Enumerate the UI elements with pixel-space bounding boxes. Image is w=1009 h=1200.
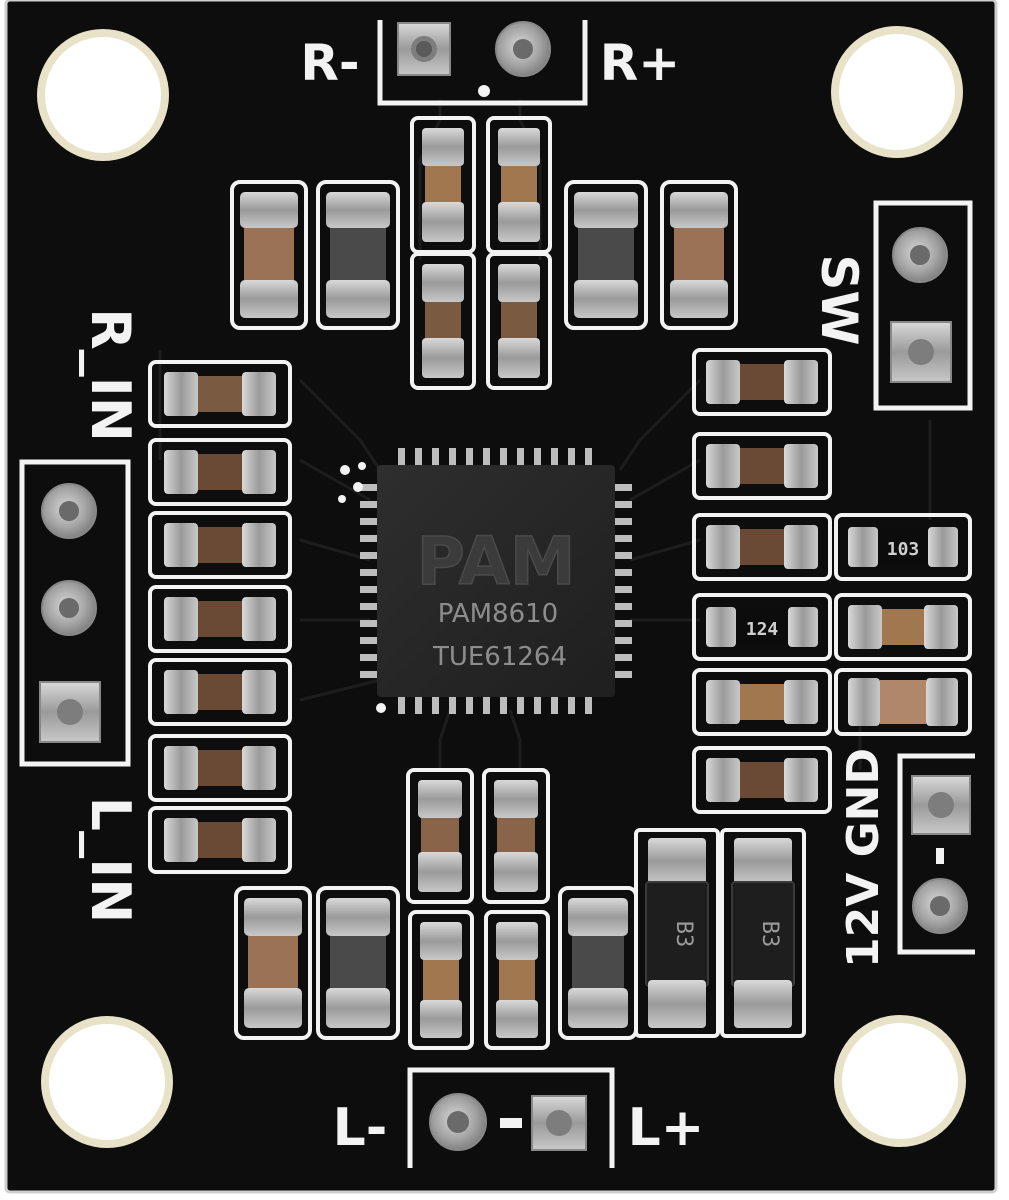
top-component-group (230, 116, 738, 390)
diode-d2-code: B3 (757, 921, 782, 948)
resistor-124: 124 (692, 593, 832, 661)
power-label: 12V GND (838, 748, 889, 968)
diode-d1: B3 (634, 828, 720, 1038)
traces (158, 100, 932, 770)
input-pin-3 (39, 681, 101, 743)
ic-logo: PAM (416, 523, 575, 600)
sw-label: SW (810, 254, 868, 345)
ic-batch-code: TUE61264 (432, 642, 567, 672)
r-in-label: R_IN (79, 308, 142, 442)
l-plus-label: L+ (628, 1098, 705, 1158)
ic-part-number: PAM8610 (438, 599, 558, 629)
l-output-connector (407, 1067, 615, 1168)
resistor-103-code: 103 (887, 539, 920, 560)
left-component-column (148, 360, 292, 874)
l-in-label: L_IN (79, 797, 142, 924)
mounting-holes (37, 26, 966, 1148)
l-minus-label: L- (333, 1098, 388, 1158)
resistor-103: 103 (834, 513, 972, 581)
r-plus-label: R+ (600, 34, 680, 92)
input-header (19, 459, 131, 767)
sw-header (873, 200, 973, 411)
diodes: B3 B3 (634, 828, 806, 1038)
bottom-component-group (234, 768, 638, 1050)
ic-body (377, 465, 615, 697)
diode-d2: B3 (720, 828, 806, 1038)
power-header (897, 753, 975, 955)
diode-d1-code: B3 (671, 921, 696, 948)
ic-pins (360, 448, 632, 714)
r-output-connector (377, 20, 588, 106)
right-component-column: 124 103 (692, 348, 972, 814)
silk-dots (338, 462, 386, 713)
r-minus-label: R- (300, 34, 359, 92)
resistor-124-code: 124 (746, 619, 779, 640)
amplifier-ic: PAM PAM8610 TUE61264 (360, 448, 632, 714)
